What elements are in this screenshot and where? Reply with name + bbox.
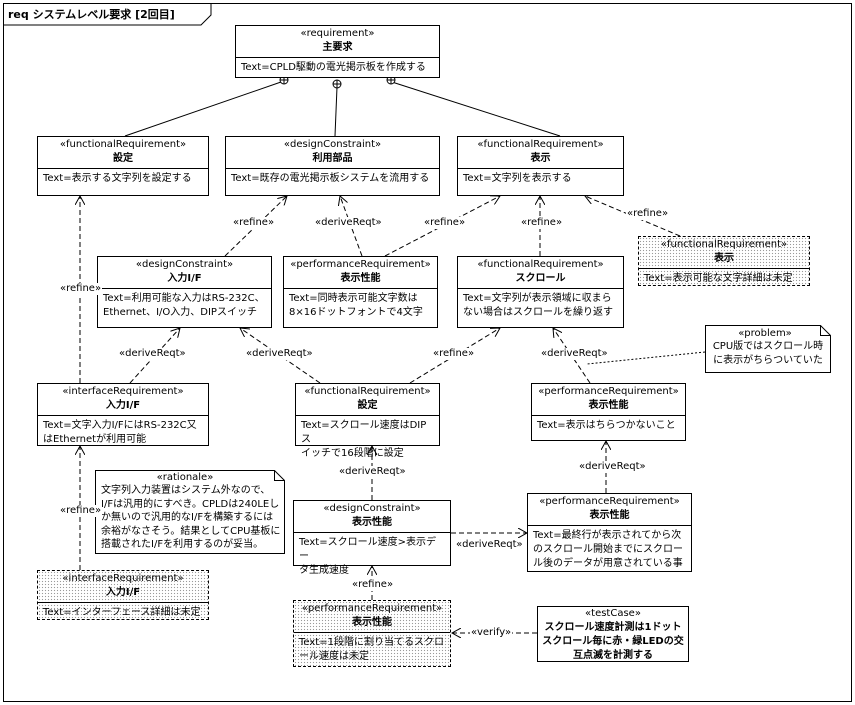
block-name: 表示性能 — [352, 517, 392, 528]
block-name: 表示性能 — [589, 510, 630, 521]
block-name: 設定 — [357, 400, 378, 411]
block-name: 表示性能 — [352, 617, 392, 628]
label-refine-input-to-parts: «refine» — [232, 217, 276, 229]
label-refine-pending-to-display: «refine» — [626, 208, 670, 220]
block-stereotype: «requirement» — [300, 28, 375, 39]
containment-line-settings — [124, 81, 282, 137]
block-text: Text=文字列が表示領域に収まら ない場合はスクロールを繰り返す — [463, 293, 613, 318]
block-name: 利用部品 — [312, 153, 353, 164]
label-refine-scroll-to-display: «refine» — [520, 217, 564, 229]
block-stereotype: «performanceRequirement» — [301, 603, 443, 614]
label-derive-perf1-to-parts: «deriveReqt» — [314, 217, 383, 229]
block-name: 入力I/F — [105, 587, 141, 598]
block-name: 表示 — [714, 253, 734, 264]
label-derive-perf3-to-perf2: «deriveReqt» — [578, 461, 647, 473]
block-stereotype: «performanceRequirement» — [290, 259, 431, 270]
block-name: スクロール速度計測は1ドット スクロール毎に赤・緑LEDの交 互点滅を計測する — [542, 622, 684, 661]
label-derive-perf-dc-to-perf3: «deriveReqt» — [455, 539, 524, 551]
block-stereotype: «interfaceRequirement» — [62, 386, 184, 397]
block-stereotype: «functionalRequirement» — [59, 139, 187, 150]
label-derive-perf2-to-scroll: «deriveReqt» — [540, 348, 609, 360]
block-text: Text=利用可能な入力はRS-232C、 Ethernet、I/O入力、DIP… — [103, 293, 265, 318]
constraint-parts[interactable]: «designConstraint» 利用部品 Text=既存の電光掲示板システム… — [225, 136, 440, 196]
block-text: Text=表示はちらつかないこと — [537, 420, 676, 431]
block-stereotype: «designConstraint» — [323, 503, 421, 514]
note-title: «problem» — [738, 328, 792, 339]
block-text: Text=同時表示可能文字数は 8×16ドットフォントで4文字 — [289, 293, 423, 318]
block-stereotype: «performanceRequirement» — [539, 496, 680, 507]
requirement-perf-pending[interactable]: «performanceRequirement» 表示性能 Text=1段階に割り… — [293, 600, 451, 667]
rationale-note[interactable]: «rationale» 文字列入力装置はシステム外なので、 I/Fは汎用的にすべ… — [95, 470, 285, 554]
requirement-main[interactable]: «requirement» 主要求 Text=CPLD駆動の電光掲示板を作成する — [235, 25, 440, 78]
block-text: Text=CPLD駆動の電光掲示板を作成する — [241, 62, 426, 73]
note-text: 文字列入力装置はシステム外なので、 I/Fは汎用的にすべき。CPLDは240LE… — [101, 485, 281, 550]
problem-note[interactable]: «problem» CPU版ではスクロール時 に表示がちらついていた — [705, 325, 831, 373]
block-name: 表示性能 — [588, 400, 629, 411]
block-stereotype: «functionalRequirement» — [477, 259, 604, 270]
derive-line-input-ir-to-input-dc — [129, 328, 180, 384]
requirement-scroll[interactable]: «functionalRequirement» スクロール Text=文字列が表示… — [457, 256, 624, 328]
test-case[interactable]: «testCase» スクロール速度計測は1ドット スクロール毎に赤・緑LEDの… — [537, 606, 689, 662]
block-stereotype: «functionalRequirement» — [304, 386, 431, 397]
label-derive-settings2-to-input-dc: «deriveReqt» — [245, 348, 314, 360]
block-name: 入力I/F — [167, 273, 202, 284]
label-refine-input-ir-to-settings: «refine» — [59, 283, 103, 295]
requirement-display-pending[interactable]: «functionalRequirement» 表示 Text=表示可能な文字詳細… — [638, 236, 810, 286]
block-stereotype: «functionalRequirement» — [477, 139, 604, 150]
frame-title-tab — [3, 3, 212, 26]
requirement-display[interactable]: «functionalRequirement» 表示 Text=文字列を表示する — [457, 136, 624, 196]
label-refine-settings2-to-scroll: «refine» — [432, 348, 476, 360]
block-name: 表示 — [530, 153, 551, 164]
requirement-perf-1[interactable]: «performanceRequirement» 表示性能 Text=同時表示可能… — [283, 256, 438, 328]
requirement-input-if[interactable]: «interfaceRequirement» 入力I/F Text=文字入力I/F… — [37, 383, 209, 446]
containment-line-display — [391, 81, 561, 137]
requirement-perf-3[interactable]: «performanceRequirement» 表示性能 Text=最終行が表示… — [527, 493, 692, 572]
block-name: 表示性能 — [340, 273, 381, 284]
block-name: 主要求 — [322, 42, 353, 53]
note-title: «rationale» — [156, 472, 214, 483]
label-derive-perf-dc-to-settings2: «deriveReqt» — [338, 466, 407, 478]
block-text: Text=最終行が表示されてから次 のスクロール開始までにスクロー ル後のデータ… — [533, 530, 683, 569]
block-name: 設定 — [113, 153, 133, 164]
block-text: Text=表示する文字列を設定する — [43, 173, 192, 184]
containment-line-parts — [334, 86, 338, 137]
block-text: Text=文字入力I/FにはRS-232C又 はEthernetが利用可能 — [43, 420, 197, 445]
block-stereotype: «performanceRequirement» — [538, 386, 679, 397]
requirement-perf-2[interactable]: «performanceRequirement» 表示性能 Text=表示はちらつ… — [531, 383, 686, 441]
requirement-settings-2[interactable]: «functionalRequirement» 設定 Text=スクロール速度はD… — [295, 383, 440, 459]
label-refine-perf-pending-to-perf-dc: «refine» — [351, 579, 395, 591]
block-text: Text=1段階に割り当てるスクロ ール速度は未定 — [299, 637, 444, 662]
label-refine-perf1-to-display: «refine» — [423, 217, 467, 229]
block-stereotype: «testCase» — [585, 608, 641, 619]
block-stereotype: «functionalRequirement» — [660, 239, 788, 250]
frame-title: req システムレベル要求 [2回目] — [8, 8, 175, 21]
requirement-settings[interactable]: «functionalRequirement» 設定 Text=表示する文字列を設… — [37, 136, 209, 196]
block-name: スクロール — [515, 273, 566, 284]
constraint-display-perf[interactable]: «designConstraint» 表示性能 Text=スクロール速度>表示デー… — [293, 500, 451, 576]
block-stereotype: «designConstraint» — [283, 139, 382, 150]
label-derive-input-ir-to-input-dc: «deriveReqt» — [118, 348, 187, 360]
constraint-input-if[interactable]: «designConstraint» 入力I/F Text=利用可能な入力はRS-… — [97, 256, 272, 328]
block-name: 入力I/F — [105, 400, 141, 411]
label-refine-input-pending-to-input-ir: «refine» — [59, 505, 103, 517]
derive-line-perf1-to-parts — [340, 196, 363, 257]
block-text: Text=スクロール速度>表示デー タ生成速度 — [299, 537, 436, 576]
label-verify-testcase-to-perf-pending: «verify» — [470, 627, 513, 639]
block-stereotype: «interfaceRequirement» — [62, 573, 184, 584]
block-text: Text=インターフェース詳細は未定 — [43, 607, 201, 618]
diagram-frame — [3, 3, 852, 702]
block-stereotype: «designConstraint» — [135, 259, 234, 270]
block-text: Text=文字列を表示する — [463, 173, 572, 184]
requirement-input-if-pending[interactable]: «interfaceRequirement» 入力I/F Text=インターフェー… — [37, 570, 209, 620]
block-text: Text=表示可能な文字詳細は未定 — [644, 273, 793, 284]
note-text: CPU版ではスクロール時 に表示がちらついていた — [712, 341, 824, 366]
block-text: Text=既存の電光掲示板システムを流用する — [231, 173, 430, 184]
block-text: Text=スクロール速度はDIPス イッチで16段階に設定 — [301, 420, 427, 459]
